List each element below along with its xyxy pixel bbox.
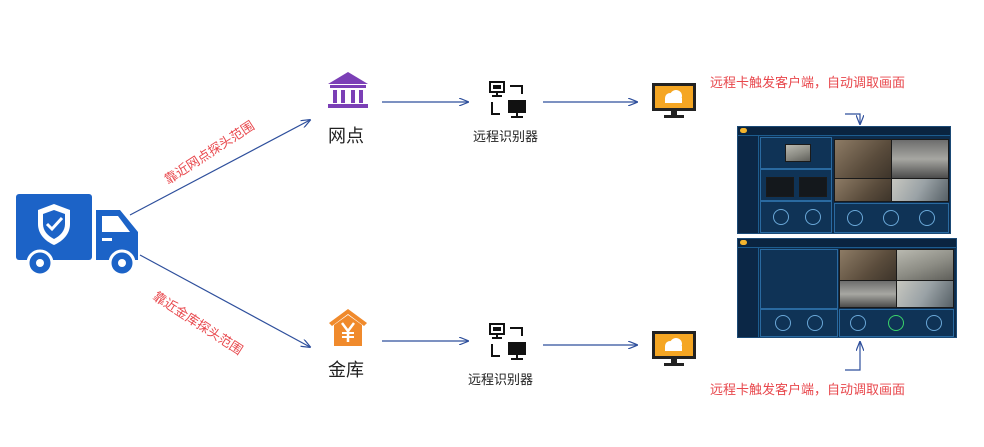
screenshot-panel [834,203,949,233]
video-thumbnail [766,177,794,197]
control-button-icon [926,315,942,331]
control-button-icon [807,315,823,331]
client-screenshot-top [737,126,951,234]
armored-truck-shield-icon [16,194,138,277]
vault-node [328,308,368,348]
video-thumbnail [785,144,811,162]
recognizer-top [488,80,528,120]
control-button-icon [773,209,789,225]
arrow-bottom-note-to-screen [845,342,860,371]
result-note-top: 远程卡触发客户端，自动调取画面 [710,76,906,91]
screenshot-sidebar [738,136,759,233]
video-feed-2 [891,139,949,179]
control-button-icon [883,210,899,226]
result-note-bottom: 远程卡触发客户端，自动调取画面 [710,383,906,398]
video-thumbnail [799,177,827,197]
screenshot-titlebar [738,127,950,136]
screenshot-log-panel [760,249,838,309]
control-button-icon [775,315,791,331]
bank-icon [328,72,368,108]
client-screenshot-bottom [737,238,957,338]
screenshot-panel [760,201,832,233]
video-feed-3 [834,178,892,202]
yen-vault-icon [329,309,367,346]
video-feed-2 [896,249,954,281]
screenshot-titlebar [738,239,956,248]
video-feed-3 [839,280,897,308]
screenshot-panel [760,309,838,337]
arrow-top-note-to-screen [845,113,860,124]
recognizer-top-label: 远程识别器 [473,130,539,145]
branch-label: 网点 [328,126,364,147]
branch-node [326,70,370,112]
remote-recognizer-icon [489,81,526,118]
screenshot-panel [839,309,954,337]
video-feed-4 [891,178,949,202]
vault-label: 金库 [328,360,364,381]
arrow-truck-to-vault [139,254,310,347]
arrow-truck-to-branch [129,120,310,216]
client-monitor-icon [652,83,696,118]
recognizer-bottom-label: 远程识别器 [468,373,534,388]
recognizer-bottom [488,322,528,362]
control-button-icon [847,210,863,226]
active-control-button-icon [888,315,904,331]
screenshot-panel [760,169,832,201]
client-monitor-icon [652,331,696,366]
client-top [651,82,697,120]
remote-recognizer-icon [489,323,526,360]
app-logo-icon [740,240,747,245]
screenshot-sidebar [738,248,759,337]
video-feed-4 [896,280,954,308]
screenshot-panel [760,137,832,169]
control-button-icon [850,315,866,331]
video-feed-1 [834,139,892,179]
control-button-icon [805,209,821,225]
armored-truck [14,190,142,277]
video-feed-1 [839,249,897,281]
client-bottom [651,330,697,368]
control-button-icon [919,210,935,226]
app-logo-icon [740,128,747,133]
